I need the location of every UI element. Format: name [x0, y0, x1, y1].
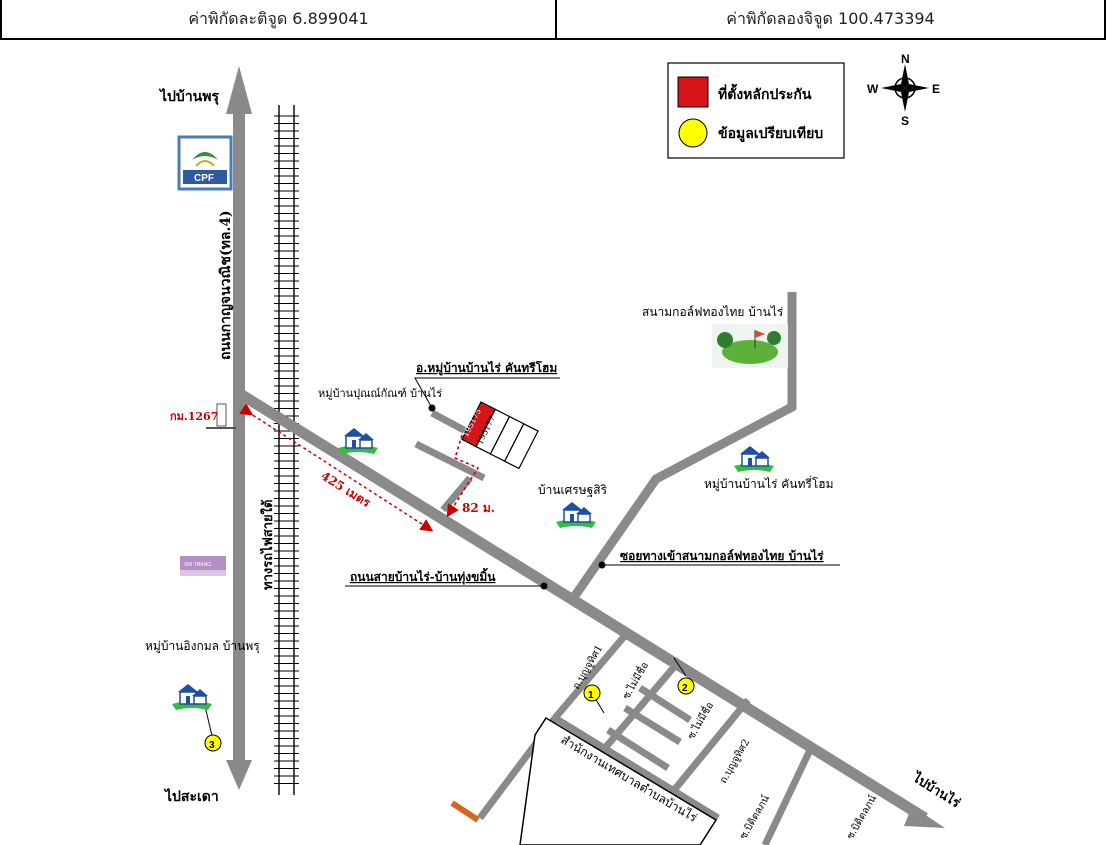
comparison-swatch: [678, 118, 708, 148]
km-marker-label: กม.1267: [170, 410, 218, 423]
legend-comparison-label: ข้อมูลเปรียบเทียบ: [718, 126, 823, 142]
location-map: สำนักงานเทศบาลตำบลบ้านไร่ 195175 195177 …: [145, 52, 964, 845]
svg-text:CPF: CPF: [194, 173, 214, 184]
svg-text:1: 1: [588, 690, 594, 701]
golf-course-icon: [712, 324, 788, 368]
municipal-office-block: [519, 716, 718, 845]
golf-soi-road: [568, 292, 797, 603]
house-icon-putthachat: [338, 428, 378, 454]
legend-collateral-label: ที่ตั้งหลักประกัน: [718, 83, 812, 103]
house-icon-setthasiri: [556, 502, 596, 528]
svg-text:3: 3: [209, 740, 215, 751]
kanchanavanit-highway: [226, 66, 252, 790]
collateral-swatch: [677, 76, 709, 108]
railway-label: ทางรถไฟสายใต้: [259, 500, 276, 590]
comparison-marker-2: 2: [677, 677, 695, 695]
to-ban-rai-label: ไปบ้านไร่: [908, 768, 963, 811]
village-putthachat-label: หมู่บ้านปุณณ์กัณฑ์ บ้านไร่: [318, 387, 442, 400]
house-icon-banrai-country: [734, 446, 774, 472]
soi-chit-2-label: ซ.บิดิตลภน์: [844, 793, 879, 841]
comparison-marker-1: 1: [583, 684, 601, 702]
svg-text:SRI TRANG: SRI TRANG: [184, 562, 211, 568]
cpf-logo: CPF: [177, 135, 233, 191]
compass-n: N: [901, 52, 910, 66]
to-ban-phru-label: ไปบ้านพรุ: [158, 87, 219, 105]
coordinate-bar: ค่าพิกัดละติจูด 6.899041 ค่าพิกัดลองจิจู…: [0, 0, 1106, 40]
longitude-cell: ค่าพิกัดลองจิจูด 100.473394: [557, 0, 1106, 38]
compass-e: E: [932, 82, 940, 96]
sri-trang-logo: SRI TRANG: [180, 556, 226, 576]
distance-indicators: [239, 403, 480, 532]
comparison-marker-3: 3: [204, 734, 222, 752]
compass-s: S: [901, 114, 909, 128]
svg-text:2: 2: [682, 683, 688, 694]
banrai-road-label: ถนนสายบ้านไร่-บ้านทุ่งขมิ้น: [350, 567, 496, 585]
compass-w: W: [867, 82, 879, 96]
lower-street-grid: [477, 629, 814, 845]
orange-road-segment: [450, 800, 480, 823]
golf-soi-label: ซอยทางเข้าสนามกอล์ฟทองไทย บ้านไร่: [620, 548, 824, 563]
highway-label: ถนนกาญจนวณิช(ทล.4): [218, 210, 234, 360]
km-marker-icon: [206, 403, 236, 429]
compass-icon: N S E W: [867, 52, 940, 128]
legend: ที่ตั้งหลักประกัน ข้อมูลเปรียบเทียบ: [667, 62, 845, 159]
village-banrai-project-label: อ.หมู่บ้านบ้านไร่ คันทรีโฮม: [416, 360, 557, 376]
to-sadao-label: ไปสะเดา: [163, 787, 219, 805]
latitude-cell: ค่าพิกัดละติจูด 6.899041: [0, 0, 557, 38]
road-boon-2-label: ถ.บุญจูทิศ2: [718, 737, 752, 785]
golf-course-label: สนามกอล์ฟทองไทย บ้านไร่: [642, 305, 784, 319]
railway-track: [274, 105, 299, 795]
distance-82-label: 82 ม.: [462, 501, 495, 515]
collateral-plots: 195175 195177: [461, 401, 539, 470]
village-ingkamol-label: หมู่บ้านอิงกมล บ้านพรุ: [145, 639, 260, 654]
village-setthasiri-label: บ้านเศรษฐสิริ: [538, 483, 608, 497]
house-icon-ingkamol: [172, 684, 212, 710]
village-banrai-country-label: หมู่บ้านบ้านไร่ คันทรี่โฮม: [704, 475, 834, 492]
